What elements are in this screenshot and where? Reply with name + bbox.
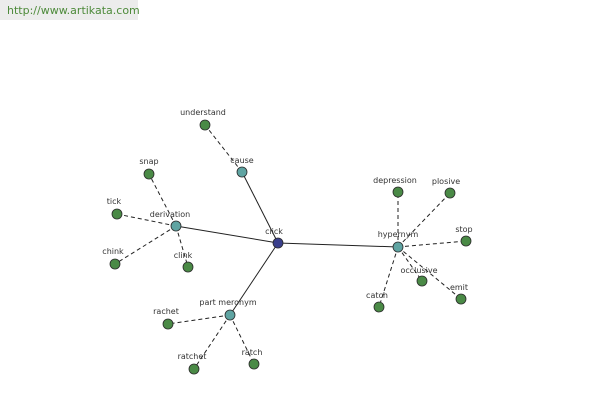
edge-part-meronym-0 [167, 314, 231, 325]
relation-label-part-meronym[interactable]: part meronym [199, 298, 256, 307]
url-link[interactable]: http://www.artikata.com [7, 4, 140, 17]
word-label-hypernym-4[interactable]: emit [450, 283, 468, 292]
edge-click-part-meronym [229, 242, 279, 316]
word-label-hypernym-5[interactable]: catch [366, 291, 388, 300]
edge-part-meronym-2 [229, 314, 255, 365]
word-label-derivation-0[interactable]: snap [139, 157, 158, 166]
word-label-part-meronym-0[interactable]: rachet [153, 307, 179, 316]
edge-derivation-1 [116, 213, 177, 227]
edge-derivation-3 [175, 225, 189, 268]
word-label-part-meronym-2[interactable]: ratch [242, 348, 263, 357]
relation-label-hypernym[interactable]: hypernym [378, 230, 419, 239]
word-node-cause-0[interactable] [199, 119, 211, 131]
word-label-derivation-3[interactable]: clink [174, 251, 193, 260]
edge-hypernym-2 [397, 240, 467, 248]
relation-node-cause[interactable] [236, 166, 248, 178]
edge-derivation-2 [114, 225, 177, 265]
word-node-part-meronym-2[interactable] [248, 358, 260, 370]
edge-derivation-0 [148, 173, 177, 227]
word-label-hypernym-0[interactable]: depression [373, 176, 417, 185]
word-node-derivation-3[interactable] [182, 261, 194, 273]
relation-node-hypernym[interactable] [392, 241, 404, 253]
edge-click-hypernym [277, 242, 399, 248]
word-node-hypernym-1[interactable] [444, 187, 456, 199]
edge-click-cause [241, 171, 279, 244]
word-label-part-meronym-1[interactable]: ratchet [178, 352, 207, 361]
word-label-derivation-2[interactable]: chink [102, 247, 124, 256]
word-node-hypernym-5[interactable] [373, 301, 385, 313]
center-node-click[interactable] [272, 237, 284, 249]
word-node-derivation-2[interactable] [109, 258, 121, 270]
edge-part-meronym-1 [193, 314, 231, 370]
word-node-derivation-1[interactable] [111, 208, 123, 220]
word-node-part-meronym-0[interactable] [162, 318, 174, 330]
word-label-cause-0[interactable]: understand [180, 108, 226, 117]
word-node-hypernym-0[interactable] [392, 186, 404, 198]
edge-hypernym-1 [397, 192, 451, 248]
relation-label-derivation[interactable]: derivation [150, 210, 190, 219]
word-label-derivation-1[interactable]: tick [107, 197, 122, 206]
edge-cause-0 [204, 124, 243, 173]
word-node-part-meronym-1[interactable] [188, 363, 200, 375]
word-node-hypernym-4[interactable] [455, 293, 467, 305]
relation-node-part-meronym[interactable] [224, 309, 236, 321]
edge-hypernym-3 [397, 246, 423, 282]
edge-hypernym-5 [378, 246, 399, 308]
word-label-hypernym-1[interactable]: plosive [432, 177, 460, 186]
word-node-hypernym-3[interactable] [416, 275, 428, 287]
word-node-hypernym-2[interactable] [460, 235, 472, 247]
relation-label-cause[interactable]: cause [230, 156, 254, 165]
word-label-hypernym-2[interactable]: stop [455, 225, 472, 234]
edge-click-derivation [175, 225, 279, 244]
relation-node-derivation[interactable] [170, 220, 182, 232]
word-label-hypernym-3[interactable]: occlusive [400, 266, 437, 275]
center-label-click[interactable]: click [265, 227, 283, 236]
word-node-derivation-0[interactable] [143, 168, 155, 180]
url-banner: http://www.artikata.com [0, 0, 140, 20]
